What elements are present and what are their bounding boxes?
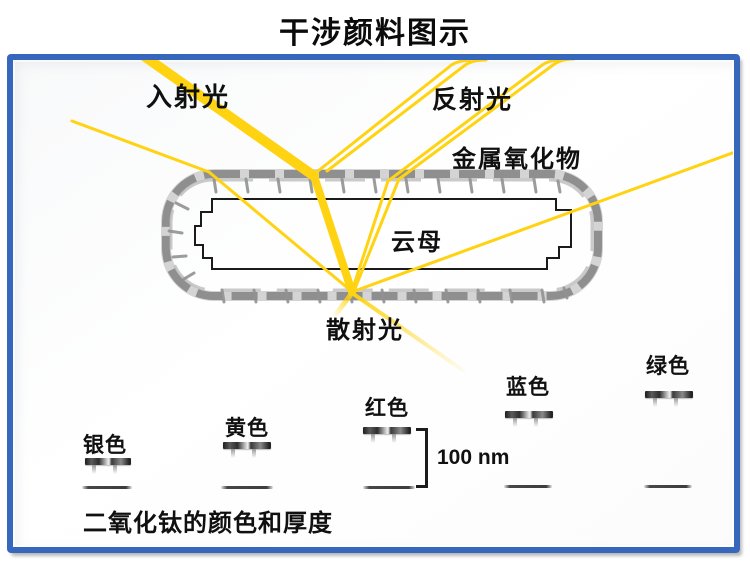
mica-core-outline — [194, 198, 572, 270]
scattered-ray-stub — [330, 290, 355, 321]
particle-oxide-shell — [162, 170, 602, 300]
reflected-ray-1a — [311, 60, 472, 177]
incident-ray-thick — [141, 60, 319, 181]
scattered-light-label: 散射光 — [326, 317, 404, 344]
incident-light-label: 入射光 — [146, 82, 231, 112]
refracted-ray-thick — [310, 172, 356, 296]
scale-bracket — [416, 428, 428, 488]
page-title: 干涉颜料图示 — [279, 17, 471, 50]
swatch-slab-yellow — [223, 442, 271, 458]
particle-shell-inner-sketch — [169, 178, 594, 292]
swatch-slab-blue — [505, 411, 553, 427]
swatch-baseline-red — [363, 486, 415, 489]
swatch-slab-green — [645, 391, 693, 407]
light-rays — [70, 60, 733, 373]
refracted-ray-thin — [207, 170, 352, 292]
scattered-ray — [350, 291, 466, 373]
swatch-label-silver: 银色 — [83, 434, 127, 457]
particle-outer-halo — [161, 169, 603, 301]
thickness-chart-caption: 二氧化钛的颜色和厚度 — [83, 510, 333, 537]
reflected-ray-2b — [352, 60, 576, 293]
incident-ray-thin — [70, 119, 211, 174]
swatch-baseline-blue — [504, 485, 552, 488]
mica-label: 云母 — [391, 229, 443, 256]
swatch-label-blue: 蓝色 — [506, 376, 550, 399]
swatch-baseline-silver — [82, 486, 132, 489]
particle-shell-ticks — [167, 177, 569, 304]
transmitted-ray-long — [350, 151, 733, 294]
swatch-baseline-green — [644, 485, 692, 488]
reflected-light-label: 反射光 — [432, 86, 514, 114]
scale-label: 100 nm — [437, 446, 510, 469]
pigment-particle — [161, 169, 603, 304]
swatch-slab-red — [363, 427, 411, 443]
reflected-ray-1b — [325, 60, 488, 173]
swatch-slab-silver — [85, 458, 131, 474]
swatch-baseline-yellow — [221, 486, 273, 489]
swatch-label-red: 红色 — [365, 397, 409, 420]
swatch-label-green: 绿色 — [646, 355, 690, 378]
reflected-ray-2a — [350, 60, 564, 293]
swatch-label-yellow: 黄色 — [225, 417, 269, 440]
metal-oxide-label: 金属氧化物 — [452, 146, 582, 173]
